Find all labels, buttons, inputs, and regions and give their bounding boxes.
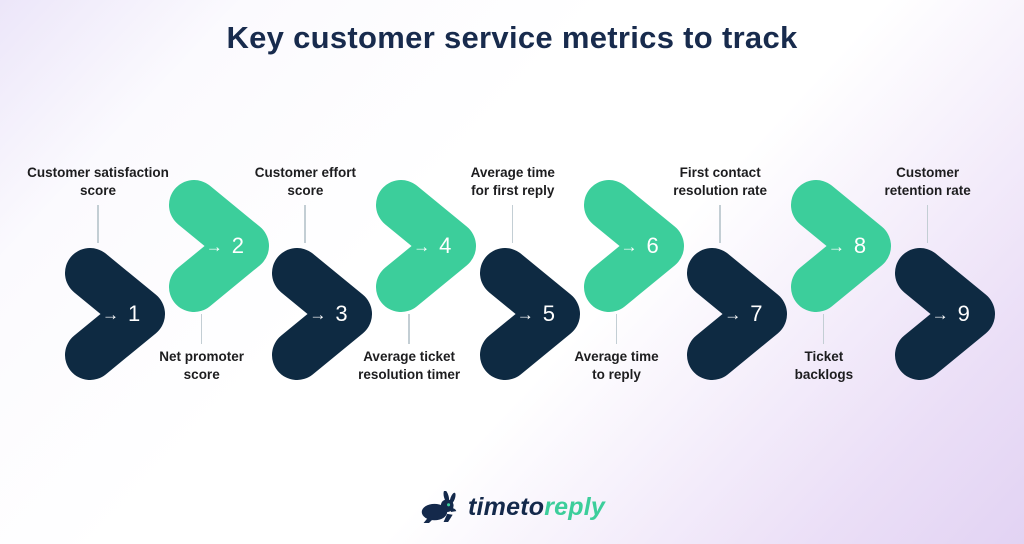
step-9-connector-line	[926, 205, 929, 243]
rabbit-icon	[421, 491, 457, 523]
step-4-chevron: → 4	[376, 180, 477, 312]
step-9: Customer retention rate → 9	[884, 164, 995, 396]
chevron-right-icon	[894, 248, 995, 380]
step-1-connector-line	[97, 205, 99, 243]
step-number: 5	[542, 301, 556, 326]
arrow-icon: →	[102, 304, 119, 324]
metrics-flow: Customer satisfaction score → 1 → 2 Net …	[0, 164, 1024, 396]
step-6-label: Average time to reply	[574, 349, 659, 382]
step-7-label: First contact resolution rate	[673, 165, 768, 198]
step-number: 9	[957, 301, 970, 326]
step-5: Average time for first reply → 5	[471, 164, 580, 396]
step-9-chevron: → 9	[894, 248, 995, 380]
step-number: 8	[853, 233, 867, 258]
arrow-icon: →	[205, 236, 223, 256]
step-1-label: Customer satisfaction score	[27, 165, 169, 198]
chevron-right-icon	[272, 248, 373, 380]
step-7-connector-line	[719, 205, 721, 243]
step-1: Customer satisfaction score → 1	[27, 164, 169, 396]
step-2-label: Net promoter score	[159, 349, 245, 382]
logo-wordmark: timetoreply	[468, 493, 605, 522]
arrow-icon: →	[516, 304, 534, 324]
step-4-connector-line	[408, 314, 410, 344]
step-number: 4	[439, 233, 452, 258]
step-8-connector-line	[822, 314, 825, 344]
step-1-chevron: → 1	[65, 248, 165, 380]
logo-text-green: reply	[544, 493, 605, 521]
step-4-label: Average ticket resolution timer	[358, 349, 461, 382]
chevron-right-icon	[376, 180, 477, 312]
step-6: → 6 Average time to reply	[574, 164, 684, 396]
step-3: Customer effort score → 3	[255, 164, 373, 396]
step-3-chevron: → 3	[272, 248, 373, 380]
step-8-chevron: → 8	[790, 180, 891, 312]
logo-text-dark: timeto	[468, 493, 545, 521]
step-5-chevron: → 5	[479, 248, 580, 380]
arrow-icon: →	[413, 236, 431, 256]
step-7: First contact resolution rate → 7	[673, 164, 788, 396]
arrow-icon: →	[724, 304, 742, 324]
step-5-connector-line	[511, 205, 514, 243]
step-2-connector-line	[200, 314, 203, 344]
step-number: 6	[646, 233, 659, 258]
step-2-chevron: → 2	[168, 180, 269, 312]
chevron-right-icon	[168, 180, 269, 312]
step-5-label: Average time for first reply	[470, 165, 555, 198]
chevron-right-icon	[479, 248, 580, 380]
step-2: → 2 Net promoter score	[159, 164, 269, 396]
timetoreply-logo: timetoreply	[419, 491, 605, 524]
step-number: 2	[231, 233, 244, 258]
chevron-right-icon	[790, 180, 891, 312]
step-3-connector-line	[304, 205, 306, 243]
chevron-right-icon	[687, 248, 788, 380]
arrow-icon: →	[931, 304, 949, 324]
step-6-connector-line	[615, 314, 617, 344]
step-3-label: Customer effort score	[254, 165, 357, 198]
step-8-label: Ticket backlogs	[794, 349, 854, 382]
step-6-chevron: → 6	[583, 180, 684, 312]
step-number: 1	[128, 301, 141, 326]
arrow-icon: →	[309, 304, 327, 324]
chevron-right-icon	[65, 248, 165, 380]
step-7-chevron: → 7	[687, 248, 788, 380]
step-number: 7	[750, 301, 763, 326]
step-4: → 4 Average ticket resolution timer	[358, 164, 477, 396]
arrow-icon: →	[827, 236, 845, 256]
step-number: 3	[335, 301, 348, 326]
step-8: → 8 Ticket backlogs	[790, 164, 891, 396]
arrow-icon: →	[620, 236, 638, 256]
step-9-label: Customer retention rate	[884, 165, 971, 198]
page-title: Key customer service metrics to track	[226, 20, 798, 55]
chevron-right-icon	[583, 180, 684, 312]
